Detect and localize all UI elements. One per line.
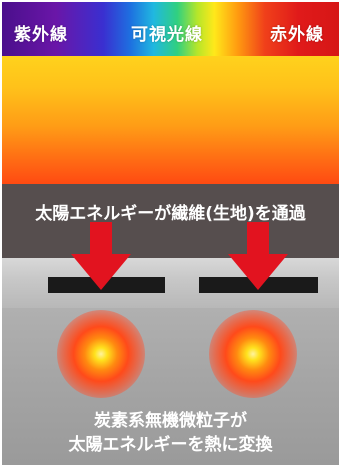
heat-glow-icon xyxy=(209,310,297,398)
infrared-label: 赤外線 xyxy=(270,25,324,45)
visible-light-label: 可視光線 xyxy=(131,25,203,45)
light-spectrum-bar: 紫外線 可視光線 赤外線 xyxy=(2,2,339,56)
fabric-pass-label: 太陽エネルギーが繊維(生地)を通過 xyxy=(35,204,306,224)
solar-energy-gradient xyxy=(2,56,339,184)
down-arrow-icon xyxy=(228,222,288,290)
particle-caption-line1: 炭素系無機微粒子が xyxy=(94,411,247,431)
down-arrow-icon xyxy=(71,222,131,290)
heat-glow-icon xyxy=(57,310,145,398)
particle-caption-line2: 太陽エネルギーを熱に変換 xyxy=(68,435,273,455)
ultraviolet-label: 紫外線 xyxy=(14,25,68,45)
particle-slot-left xyxy=(48,277,165,293)
fabric-band: 太陽エネルギーが繊維(生地)を通過 xyxy=(2,184,339,258)
